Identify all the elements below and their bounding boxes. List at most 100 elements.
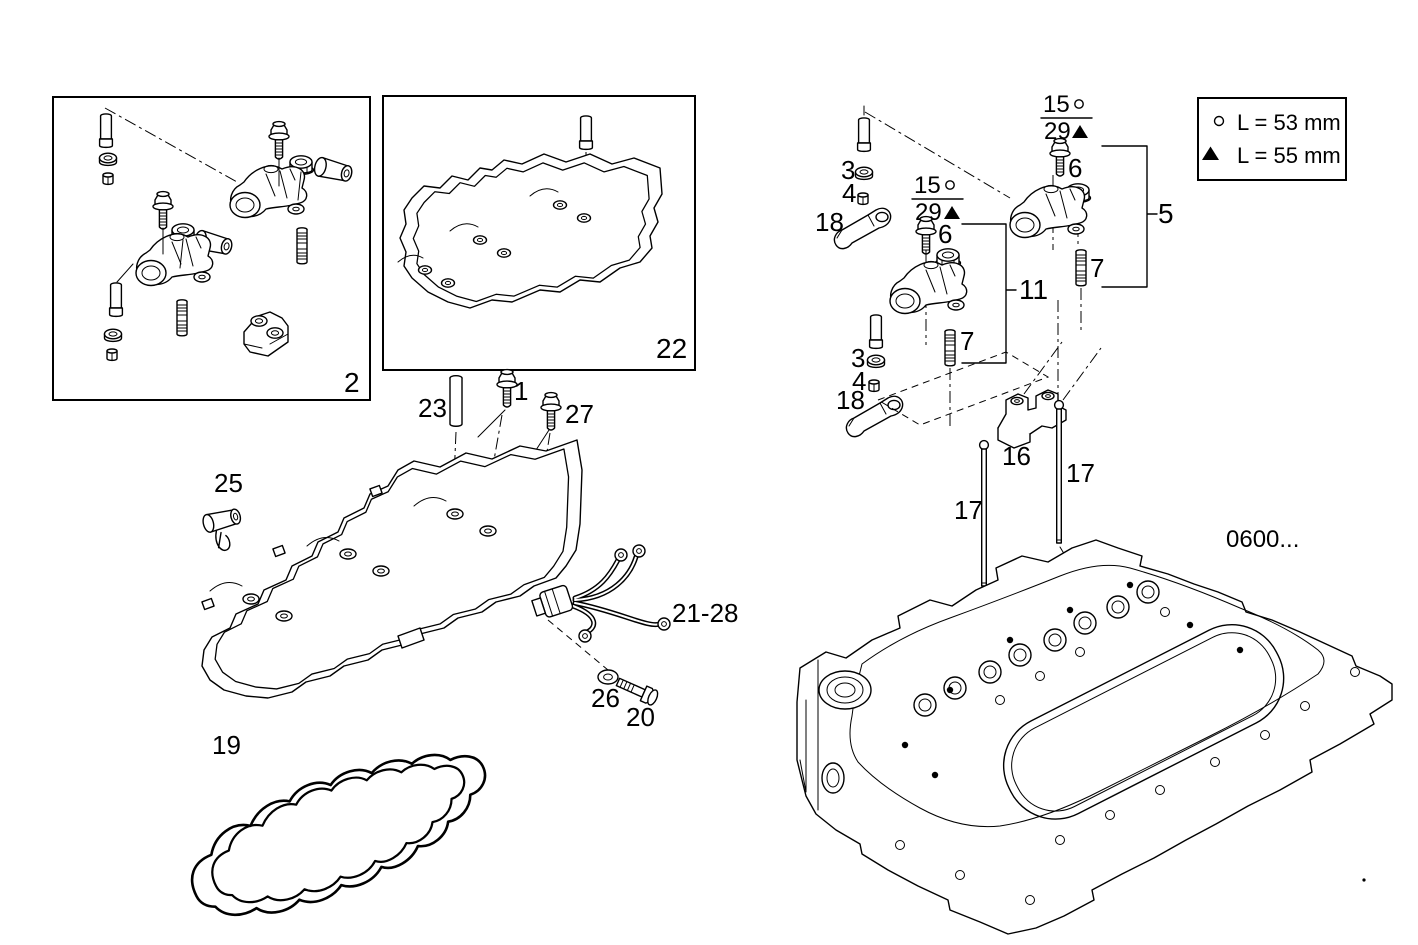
leader-dashed xyxy=(1023,341,1102,401)
seal-ring-icon xyxy=(854,166,874,181)
callout-15: 15 xyxy=(914,172,941,199)
head-boss-ring xyxy=(826,676,864,704)
callout-3: 3 xyxy=(841,155,855,185)
valve-cover-icon xyxy=(201,439,583,699)
collet-icon xyxy=(868,379,880,393)
screw-nut-callout-top: 15 29 xyxy=(1040,91,1093,145)
bracket-11 xyxy=(961,223,1017,364)
head-side-port xyxy=(821,762,845,794)
cylinder-head-icon: 0600... xyxy=(796,526,1393,935)
centerline xyxy=(864,111,1011,199)
cover-assembly: 23 1 27 25 xyxy=(190,368,739,937)
triangle-symbol-icon xyxy=(1202,146,1219,160)
adjusting-screw-icon xyxy=(915,215,937,255)
stud-icon xyxy=(1075,249,1087,287)
callout-18b: 18 xyxy=(836,385,865,415)
head-outline xyxy=(796,539,1393,935)
callout-6: 6 xyxy=(938,219,952,249)
callout-17b: 17 xyxy=(1066,458,1095,488)
legend-triangle-text: L = 55 mm xyxy=(1237,143,1341,168)
print-artifact-dot xyxy=(1362,878,1366,882)
washer-26-hole xyxy=(603,673,613,681)
kit-22-frame xyxy=(382,95,696,371)
callout-7: 7 xyxy=(960,326,974,356)
callout-16: 16 xyxy=(1002,441,1031,471)
circle-symbol-icon xyxy=(1213,115,1225,127)
valve-guide-icon xyxy=(98,113,114,149)
assembly-line xyxy=(278,157,302,201)
circle-symbol-icon xyxy=(945,180,955,190)
rocker-kit-box-2: 2 xyxy=(52,96,371,401)
rocker-arm-icon xyxy=(889,260,968,315)
stud-icon xyxy=(944,329,956,367)
callout-3b: 3 xyxy=(851,343,865,373)
callout-6b: 6 xyxy=(1068,153,1082,183)
valve-bridge-icon xyxy=(997,389,1067,449)
head-side-port-inner xyxy=(826,768,840,788)
stud-icon xyxy=(296,227,308,265)
legend-circle-text: L = 53 mm xyxy=(1237,110,1341,135)
collet-icon xyxy=(102,172,114,186)
length-legend: L = 53 mm L = 55 mm xyxy=(1197,97,1347,181)
callout-7b: 7 xyxy=(1090,253,1104,283)
callout-11: 11 xyxy=(1019,274,1048,305)
callout-2: 2 xyxy=(344,367,360,398)
valve-guide-icon xyxy=(108,282,124,318)
assembly-line xyxy=(116,227,184,283)
rocker-carrier-icon xyxy=(397,153,663,309)
callout-26: 26 xyxy=(591,683,620,713)
callout-25: 25 xyxy=(214,468,243,498)
cover-inner-rim xyxy=(214,448,570,690)
adjusting-screw-icon xyxy=(1049,137,1071,177)
triangle-symbol-icon xyxy=(1072,125,1088,138)
rocker-arm-icon xyxy=(1009,184,1088,239)
head-boss-bore xyxy=(834,682,856,698)
callout-21-28: 21-28 xyxy=(672,598,739,628)
legend-frame xyxy=(1197,97,1347,181)
callout-20: 20 xyxy=(626,702,655,732)
valve-guide-icon xyxy=(856,117,872,153)
screw-20-icon xyxy=(615,677,659,706)
phantom-plane xyxy=(876,351,1050,426)
head-left-face-lines xyxy=(799,659,819,811)
bolt-icon xyxy=(268,120,290,160)
carrier-kit-box-22: 22 xyxy=(382,95,696,371)
dowel-pin-icon xyxy=(578,115,594,151)
screw-27-icon xyxy=(540,391,562,431)
rocker-arm-icon xyxy=(135,232,214,287)
collet-icon xyxy=(106,348,118,362)
seal-ring-icon xyxy=(866,354,886,369)
callout-23: 23 xyxy=(418,393,447,423)
bolt-icon xyxy=(152,190,174,230)
rocker-arm-icon xyxy=(229,164,308,219)
rocker-groups: 3 4 18 15 29 6 7 11 3 4 18 15 xyxy=(815,91,1174,637)
callout-19: 19 xyxy=(212,730,241,760)
head-bolt-holes xyxy=(895,581,1360,905)
callout-27: 27 xyxy=(565,399,594,429)
centerline xyxy=(104,107,238,183)
injector-harness-icon xyxy=(531,544,671,643)
seal-ring-icon xyxy=(103,328,123,343)
head-deck-plateau xyxy=(849,564,1325,828)
triangle-symbol-icon xyxy=(944,206,960,219)
pedestal-icon xyxy=(243,311,289,357)
circle-symbol-icon xyxy=(1074,99,1084,109)
callout-18: 18 xyxy=(815,207,844,237)
callout-1: 1 xyxy=(514,376,528,406)
head-gasket-rail xyxy=(1002,624,1285,820)
washer-26-icon xyxy=(597,669,619,685)
stud-icon xyxy=(176,299,188,337)
seal-ring-icon xyxy=(98,152,118,167)
bracket-5 xyxy=(1101,145,1158,288)
centerline xyxy=(1057,288,1082,400)
callout-0600: 0600... xyxy=(1226,526,1299,553)
cover-pedestals xyxy=(201,484,497,649)
valve-guide-icon xyxy=(868,314,884,350)
collet-icon xyxy=(857,192,869,206)
callout-5: 5 xyxy=(1158,198,1174,229)
callout-17: 17 xyxy=(954,495,983,525)
callout-4: 4 xyxy=(842,178,856,208)
leader-dashed xyxy=(547,619,609,671)
carrier-pedestals xyxy=(397,188,592,288)
